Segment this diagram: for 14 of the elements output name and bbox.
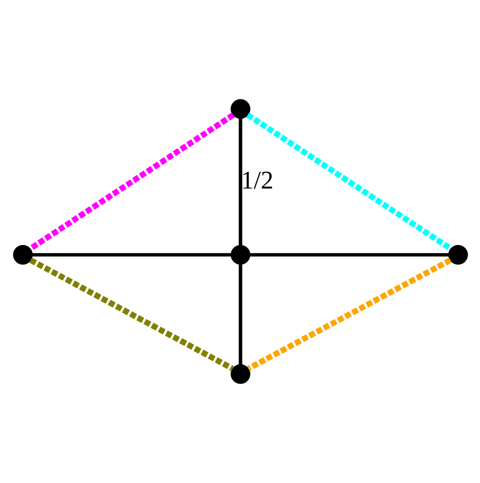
connector bbox=[238, 118, 242, 246]
connector bbox=[238, 264, 242, 365]
node-circle bbox=[12, 244, 32, 265]
connector bbox=[246, 258, 452, 372]
node-circle bbox=[230, 244, 250, 265]
node-circle bbox=[230, 99, 250, 119]
connector bbox=[249, 253, 448, 257]
node-circle bbox=[230, 364, 250, 384]
connector bbox=[28, 112, 234, 252]
connector bbox=[28, 258, 234, 372]
connector bbox=[246, 112, 452, 252]
node-circle bbox=[448, 244, 468, 265]
edge-label: 1/2 bbox=[240, 165, 274, 194]
connector bbox=[32, 253, 231, 257]
